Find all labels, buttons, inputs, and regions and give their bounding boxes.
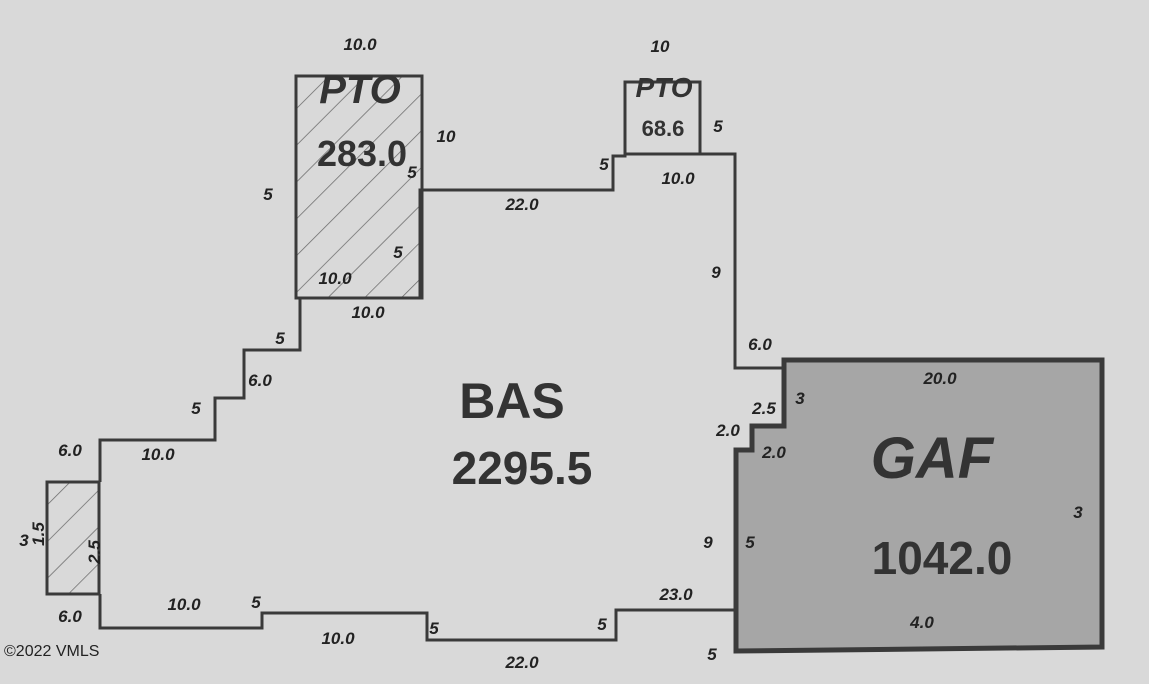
copyright-watermark: ©2022 VMLS xyxy=(4,643,100,660)
dim-label: 3 xyxy=(19,531,29,550)
dim-label: 2.0 xyxy=(715,421,740,440)
pto-right-value: 68.6 xyxy=(642,116,685,141)
dim-label: 9 xyxy=(711,263,721,282)
dim-label: 5 xyxy=(275,329,285,348)
dim-label: 2.0 xyxy=(761,443,786,462)
dim-label: 6.0 xyxy=(748,335,772,354)
dim-label: 6.0 xyxy=(248,371,272,390)
dim-label: 5 xyxy=(393,243,403,262)
dim-label: 10.0 xyxy=(167,595,201,614)
dim-label: 10.0 xyxy=(141,445,175,464)
dim-label: 10.0 xyxy=(661,169,695,188)
dim-label: 22.0 xyxy=(504,653,539,672)
bas-outline xyxy=(98,152,782,482)
dim-label: 5 xyxy=(407,163,417,182)
dim-label: 3 xyxy=(795,389,805,408)
bas-outline-bottom xyxy=(98,594,736,642)
dim-label: 10 xyxy=(437,127,456,146)
pto-right-code: PTO xyxy=(635,72,692,103)
dim-label: 2.5 xyxy=(85,540,104,565)
dim-label: 5 xyxy=(251,593,261,612)
dim-label: 3 xyxy=(1073,503,1083,522)
gaf-area xyxy=(733,357,1105,654)
pto-left-value: 283.0 xyxy=(317,133,407,174)
dim-label: 20.0 xyxy=(922,369,957,388)
left-porch-area xyxy=(45,480,101,596)
dim-label: 9 xyxy=(703,533,713,552)
dim-label: 4.0 xyxy=(909,613,934,632)
dim-label: 5 xyxy=(191,399,201,418)
dim-label: 10.0 xyxy=(343,35,377,54)
dim-label: 2.5 xyxy=(751,399,776,418)
dim-label: 5 xyxy=(745,533,755,552)
dim-label: 10 xyxy=(651,37,670,56)
dim-label: 6.0 xyxy=(58,607,82,626)
dim-label: 10.0 xyxy=(318,269,352,288)
dim-label: 5 xyxy=(263,185,273,204)
pto-area-left xyxy=(294,74,424,300)
dim-label: 23.0 xyxy=(658,585,693,604)
dim-label: 5 xyxy=(597,615,607,634)
gaf-code: GAF xyxy=(871,426,995,491)
dim-label: 5 xyxy=(713,117,723,136)
bas-value: 2295.5 xyxy=(452,442,593,494)
dim-label: 5 xyxy=(707,645,717,664)
dim-label: 6.0 xyxy=(58,441,82,460)
dim-label: 22.0 xyxy=(504,195,539,214)
gaf-value: 1042.0 xyxy=(872,532,1013,584)
dim-label: 1.5 xyxy=(29,522,48,546)
bas-code: BAS xyxy=(459,373,565,429)
dim-label: 10.0 xyxy=(351,303,385,322)
dim-label: 5 xyxy=(599,155,609,174)
pto-left-code: PTO xyxy=(319,68,401,112)
dim-label: 10.0 xyxy=(321,629,355,648)
dim-label: 5 xyxy=(429,619,439,638)
